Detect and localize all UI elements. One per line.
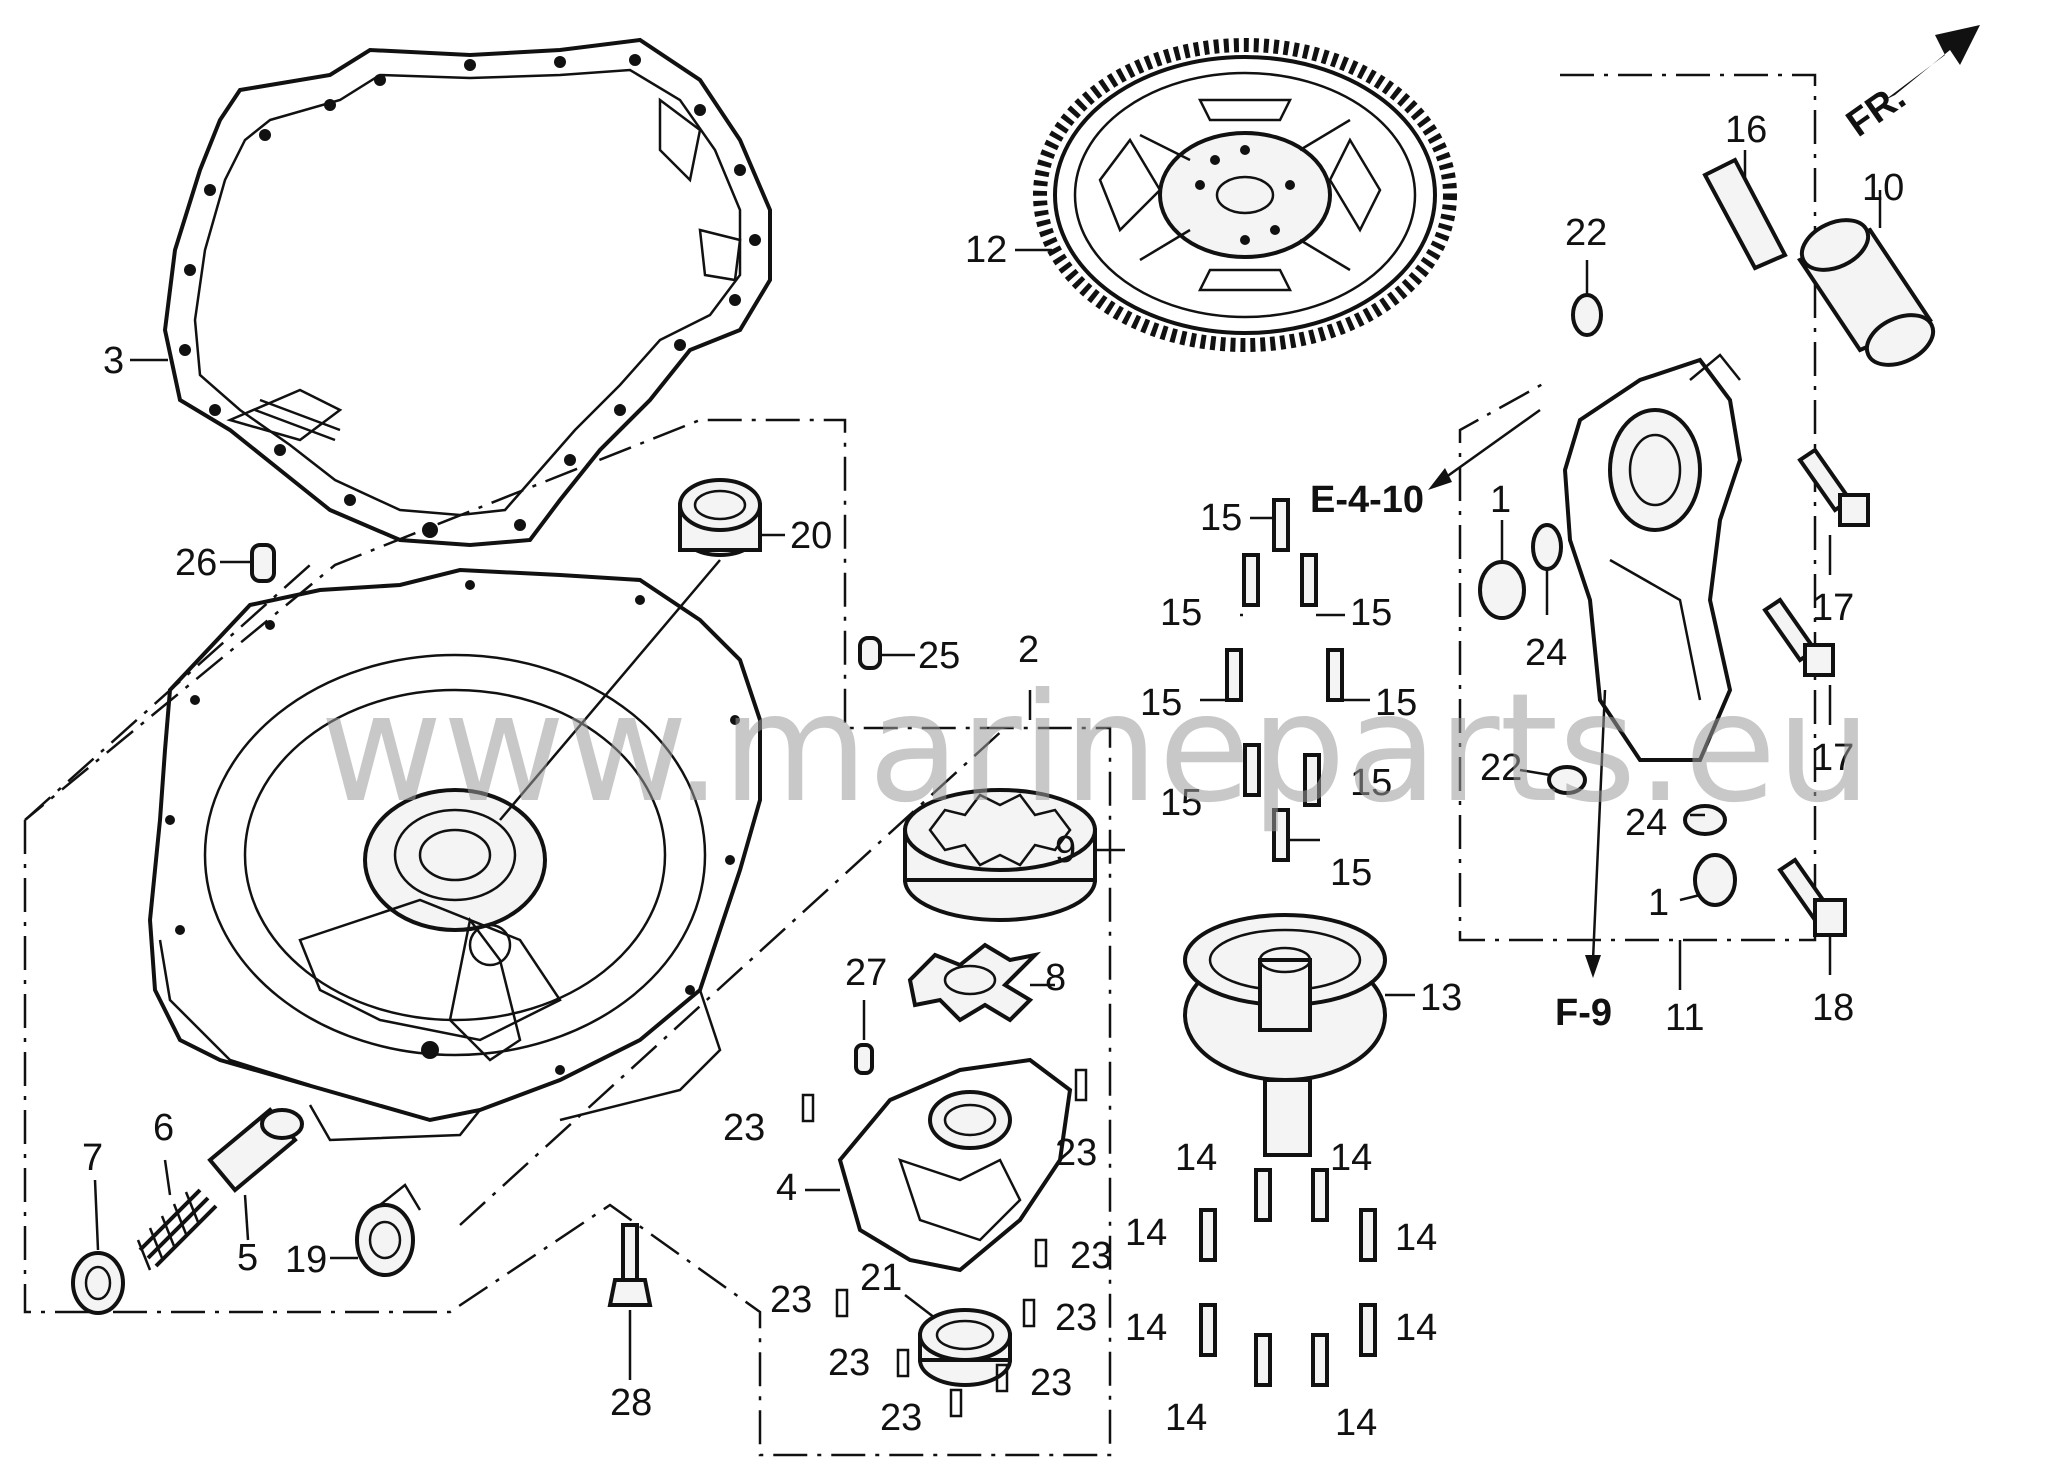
label-part-24: 24: [1625, 802, 1667, 844]
label-part-11: 11: [1665, 997, 1704, 1039]
bolts-part-15: [1225, 498, 1344, 862]
label-part-14: 14: [1395, 1307, 1437, 1349]
seal-part-21: [904, 1294, 1012, 1387]
label-part-28: 28: [610, 1382, 652, 1424]
washer-part-22a: [1571, 260, 1603, 337]
label-part-5: 5: [237, 1237, 258, 1279]
label-part-16: 16: [1725, 109, 1767, 151]
label-part-17: 17: [1812, 587, 1854, 629]
label-part-4: 4: [776, 1167, 797, 1209]
reference-arrow-e4-10: [1428, 408, 1541, 490]
label-part-9: 9: [1055, 829, 1076, 871]
label-part-24: 24: [1525, 632, 1567, 674]
label-part-3: 3: [103, 340, 124, 382]
hub-part-13: [1183, 913, 1415, 1157]
bolt-part-17a: [1797, 447, 1870, 527]
label-part-20: 20: [790, 515, 832, 557]
seal-part-20: [499, 478, 785, 821]
label-part-23: 23: [828, 1342, 870, 1384]
assembly-boundaries: [23, 73, 1817, 1457]
label-part-14: 14: [1125, 1307, 1167, 1349]
label-part-15: 15: [1350, 592, 1392, 634]
bracket-part-11: [1562, 353, 1743, 762]
label-part-18: 18: [1812, 987, 1854, 1029]
label-part-22: 22: [1565, 212, 1607, 254]
label-part-14: 14: [1125, 1212, 1167, 1254]
inner-rotor-part-8: [907, 942, 1055, 1023]
dowel-part-25: [858, 636, 915, 670]
ring-gear-part-12: [1015, 38, 1457, 352]
label-part-23: 23: [723, 1107, 765, 1149]
label-part-10: 10: [1862, 167, 1904, 209]
oil-filter-part-10: [1797, 190, 1936, 367]
label-part-15: 15: [1140, 682, 1182, 724]
label-part-22: 22: [1480, 747, 1522, 789]
label-part-14: 14: [1165, 1397, 1207, 1439]
sleeve-part-5: [207, 1107, 304, 1241]
part-labels: 1 1 2 3 4 5 6 7 8 9 10 11 12 13 14 14 14…: [82, 109, 1904, 1444]
label-part-17: 17: [1812, 737, 1854, 779]
label-part-23: 23: [880, 1397, 922, 1439]
housing-part-2: [147, 567, 762, 1142]
direction-label: FR.: [1839, 76, 1913, 146]
label-part-14: 14: [1335, 1402, 1377, 1444]
label-part-13: 13: [1420, 977, 1462, 1019]
bolts-part-14: [1199, 1168, 1377, 1387]
label-part-15: 15: [1350, 762, 1392, 804]
label-part-23: 23: [1030, 1362, 1072, 1404]
label-part-2: 2: [1018, 629, 1039, 671]
label-part-6: 6: [153, 1107, 174, 1149]
bolt-part-17b: [1762, 597, 1835, 677]
washer-part-24a: [1531, 523, 1563, 615]
label-part-15: 15: [1160, 782, 1202, 824]
label-part-23: 23: [770, 1279, 812, 1321]
plug-part-1b: [1679, 853, 1737, 907]
label-part-19: 19: [285, 1239, 327, 1281]
dowel-part-27: [854, 1000, 874, 1075]
dowel-part-26: [220, 543, 276, 583]
label-part-7: 7: [82, 1137, 103, 1179]
label-part-23: 23: [1055, 1297, 1097, 1339]
label-part-15: 15: [1375, 682, 1417, 724]
reference-label-e4-10: E-4-10: [1310, 479, 1424, 521]
outer-rotor-part-9: [903, 788, 1125, 922]
washer-part-22b: [1519, 765, 1587, 795]
label-part-26: 26: [175, 542, 217, 584]
label-part-23: 23: [1055, 1132, 1097, 1174]
label-part-15: 15: [1330, 852, 1372, 894]
label-part-15: 15: [1200, 497, 1242, 539]
bolt-part-18: [1777, 857, 1847, 975]
washer-part-24b: [1683, 804, 1727, 836]
label-part-1: 1: [1490, 479, 1511, 521]
label-part-14: 14: [1175, 1137, 1217, 1179]
label-part-15: 15: [1160, 592, 1202, 634]
pump-cover-part-4: [805, 1057, 1073, 1273]
label-part-27: 27: [845, 952, 887, 994]
label-part-21: 21: [860, 1257, 902, 1299]
reference-arrow-f9: [1585, 689, 1607, 978]
screws-part-23: [801, 1068, 1088, 1418]
label-part-14: 14: [1395, 1217, 1437, 1259]
bolt-part-28: [607, 1223, 653, 1380]
watermark-text: www.marineparts.eu: [320, 662, 1872, 836]
callout-lines: [130, 358, 1832, 990]
gasket-part-3: [162, 37, 772, 548]
label-part-23: 23: [1070, 1235, 1112, 1277]
label-part-12: 12: [965, 229, 1007, 271]
plug-part-7: [71, 1179, 125, 1315]
label-part-25: 25: [918, 635, 960, 677]
label-part-8: 8: [1045, 957, 1066, 999]
label-part-1: 1: [1648, 882, 1669, 924]
spring-part-6: [136, 1159, 218, 1271]
reference-label-f9: F-9: [1555, 992, 1612, 1034]
label-part-14: 14: [1330, 1137, 1372, 1179]
stud-part-16: [1702, 150, 1788, 271]
plug-part-19: [330, 1183, 422, 1277]
front-direction-arrow: FR.: [1839, 25, 1980, 145]
plug-part-1a: [1478, 520, 1526, 620]
